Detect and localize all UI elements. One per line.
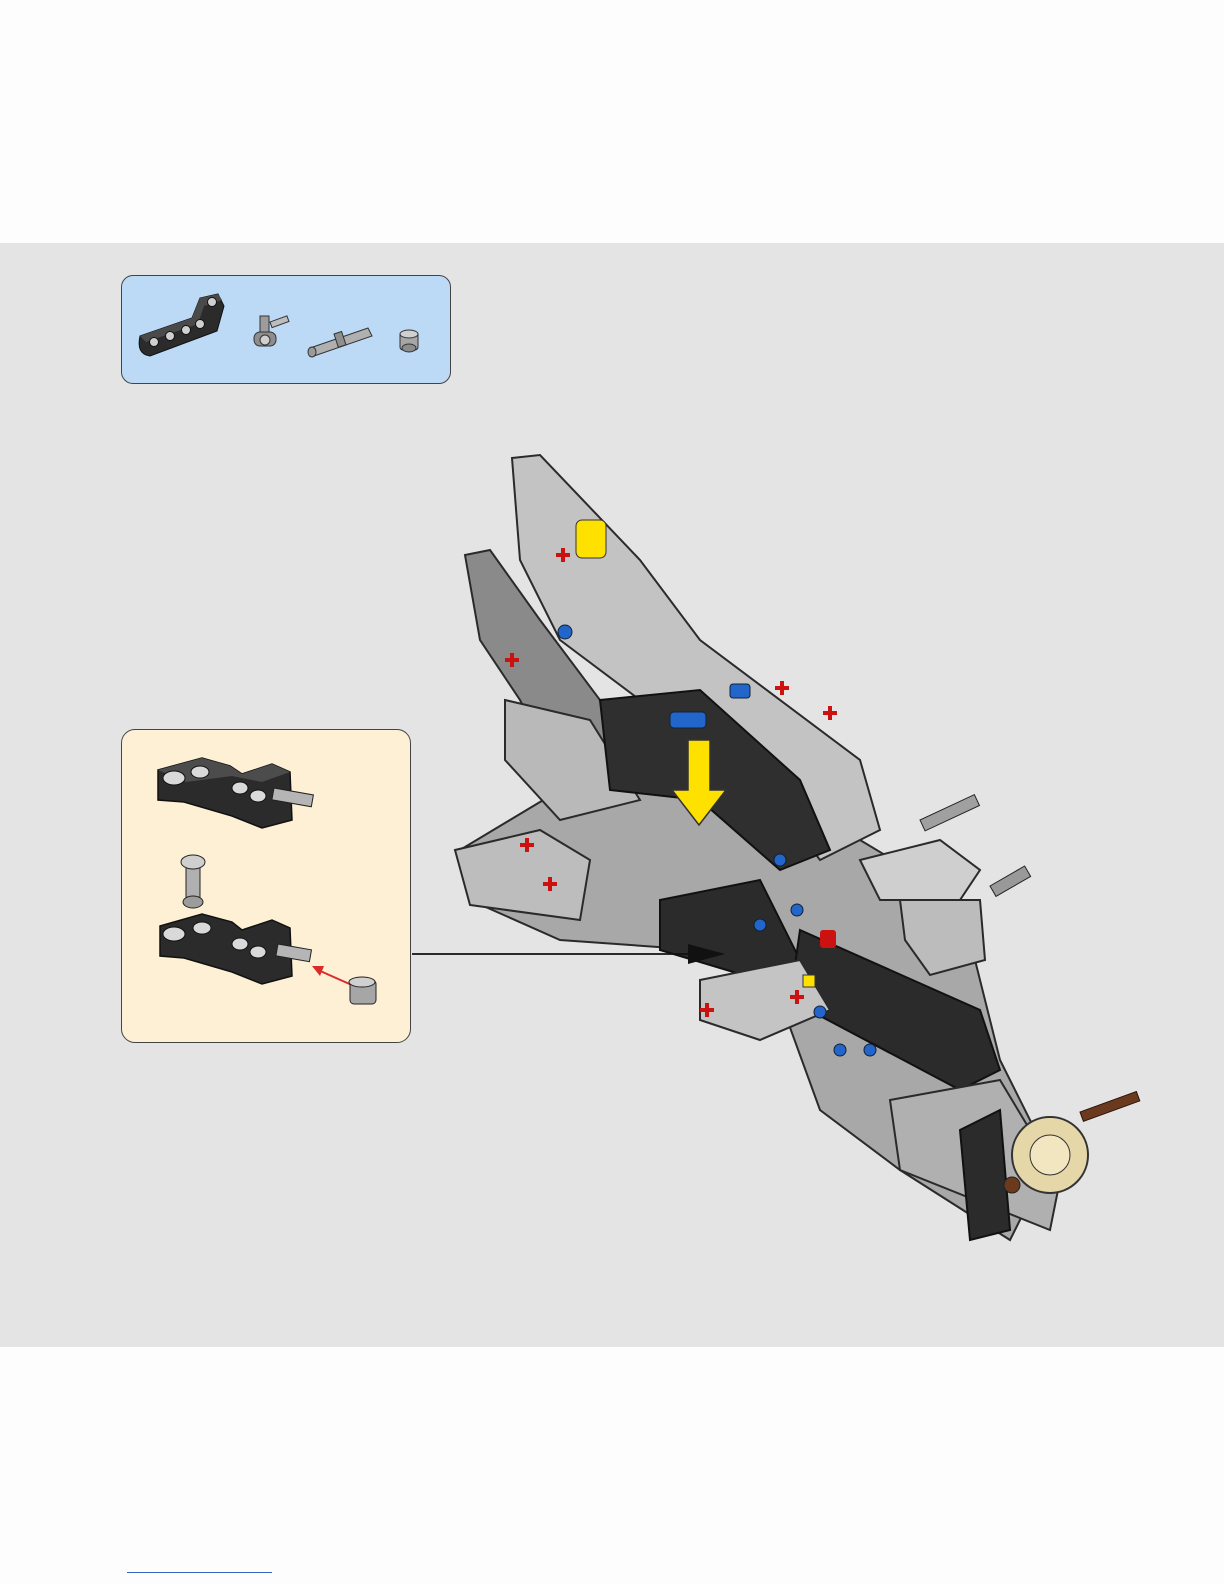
insert-direction-arrow [318,970,354,986]
callout-sub-steps [122,730,412,1044]
model-body [455,455,1140,1240]
callout-box [121,729,411,1043]
liftarm-with-axle [158,758,313,828]
liftarm-with-pin-and-bush [160,855,376,1004]
footer-rule [127,1572,272,1573]
